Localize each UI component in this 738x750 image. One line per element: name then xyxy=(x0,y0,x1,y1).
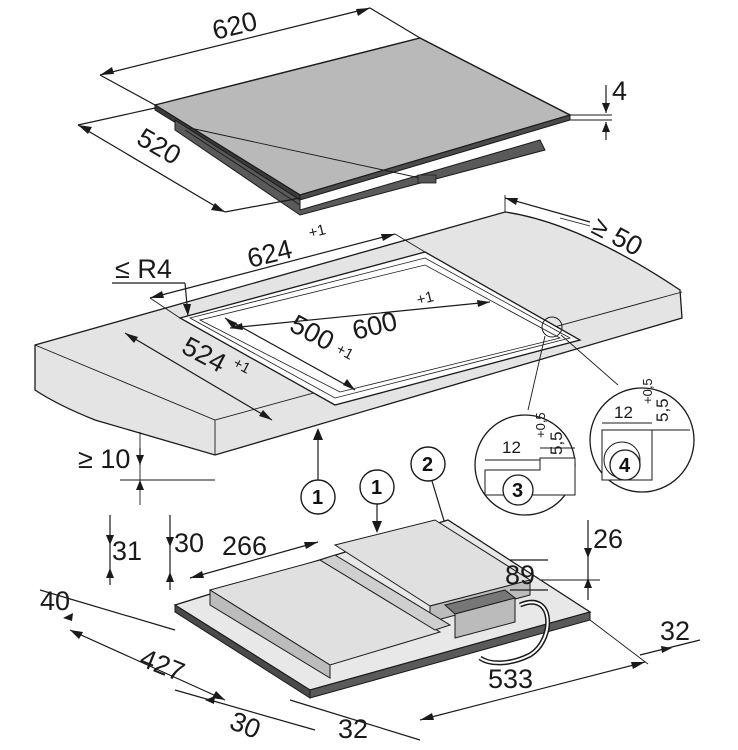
dim-26-label: 26 xyxy=(593,524,623,554)
dim-624-tolerance: +1 xyxy=(307,221,328,242)
dimension-r4: ≤ R4 xyxy=(112,254,191,317)
svg-text:2: 2 xyxy=(422,454,433,476)
detail-3-height: 5,5 xyxy=(547,431,566,455)
svg-text:1: 1 xyxy=(371,477,382,499)
detail-3-width: 12 xyxy=(502,438,521,457)
hob-connector xyxy=(417,174,437,184)
dim-30-front-label: 30 xyxy=(226,706,265,745)
dimension-533: 533 xyxy=(419,619,649,721)
dim-89-label: 89 xyxy=(505,560,535,590)
dimension-40: 40 xyxy=(39,586,176,631)
dim-r4-label: ≤ R4 xyxy=(115,254,172,284)
detail-marker-circle xyxy=(541,316,563,338)
dimension-10: ≥ 10 xyxy=(78,432,215,505)
detail-4-height: 5,5 xyxy=(653,398,672,422)
dimension-30-top: 30 xyxy=(166,515,204,590)
worktop-drawing xyxy=(34,211,683,456)
detail-3-tolerance: +0,5 xyxy=(533,412,548,438)
dim-32-front-label: 32 xyxy=(338,714,368,744)
divider-rail xyxy=(318,554,452,631)
dim-600-tolerance: +1 xyxy=(415,288,436,309)
underside-drawing xyxy=(173,519,592,699)
dim-624-label: 624 xyxy=(244,234,295,274)
detail-4: 12 5,5 +0,5 4 xyxy=(560,334,695,493)
dimension-89: 89 xyxy=(505,559,548,591)
dim-31-label: 31 xyxy=(112,536,142,566)
dimension-32-front: 32 xyxy=(289,699,421,744)
callout-1a: 1 xyxy=(300,479,336,515)
callout-1b: 1 xyxy=(359,469,395,533)
dim-30-top-label: 30 xyxy=(174,528,204,558)
svg-text:1: 1 xyxy=(312,487,323,509)
dim-40-label: 40 xyxy=(40,586,70,616)
detail-4-label: 4 xyxy=(619,455,631,477)
detail-4-tolerance: +0,5 xyxy=(640,378,655,404)
dimension-427: 427 xyxy=(69,629,226,701)
detail-3-label: 3 xyxy=(512,480,523,502)
insert-arrow xyxy=(313,428,323,480)
dimension-26: 26 xyxy=(540,520,623,600)
dimension-4: 4 xyxy=(570,76,627,140)
detail-4-width: 12 xyxy=(614,403,633,422)
dim-524-tolerance: +1 xyxy=(230,355,253,378)
dim-10-label: ≥ 10 xyxy=(78,444,130,474)
worktop-cutout xyxy=(178,251,582,406)
dim-4-label: 4 xyxy=(612,76,627,106)
hob-drawing xyxy=(153,37,572,216)
dim-533-label: 533 xyxy=(488,664,533,694)
dim-427-label: 427 xyxy=(136,643,189,688)
dim-266-label: 266 xyxy=(222,531,267,561)
hob-glass-top xyxy=(153,37,572,196)
dimension-32-right: 32 xyxy=(639,616,701,656)
dim-620-label: 620 xyxy=(209,6,260,46)
dim-500-tolerance: +1 xyxy=(333,341,356,364)
dim-32-right-label: 32 xyxy=(660,616,690,646)
hob-base-frame xyxy=(174,119,546,216)
dimension-266: 266 xyxy=(189,531,319,579)
detail-3: 12 5,5 +0,5 3 xyxy=(474,335,576,516)
dimension-30-front: 30 xyxy=(174,689,316,745)
dimension-31: 31 xyxy=(106,515,142,585)
